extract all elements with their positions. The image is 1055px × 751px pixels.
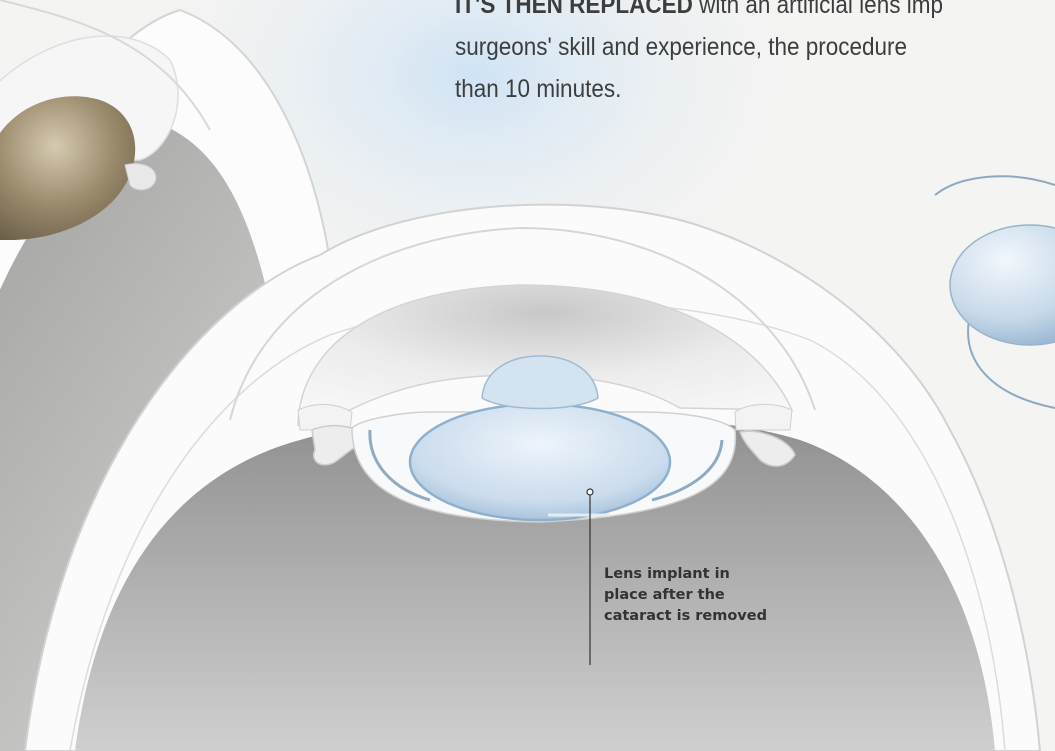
- lens-implant-callout: Lens implant in place after the cataract…: [604, 564, 834, 627]
- lens-implant: [410, 404, 670, 520]
- intro-paragraph: IT'S THEN REPLACED with an artificial le…: [455, 0, 995, 110]
- intro-line-2: surgeons' skill and experience, the proc…: [455, 26, 995, 68]
- intro-line-1: IT'S THEN REPLACED with an artificial le…: [455, 0, 995, 26]
- intro-lead: IT'S THEN REPLACED: [455, 0, 693, 19]
- callout-line-2: place after the: [604, 585, 834, 606]
- callout-line-3: cataract is removed: [604, 606, 834, 627]
- callout-leader-dot: [587, 489, 593, 495]
- callout-line-1: Lens implant in: [604, 564, 834, 585]
- intro-line-1-rest: with an artificial lens imp: [693, 0, 943, 19]
- intro-line-3: than 10 minutes.: [455, 68, 995, 110]
